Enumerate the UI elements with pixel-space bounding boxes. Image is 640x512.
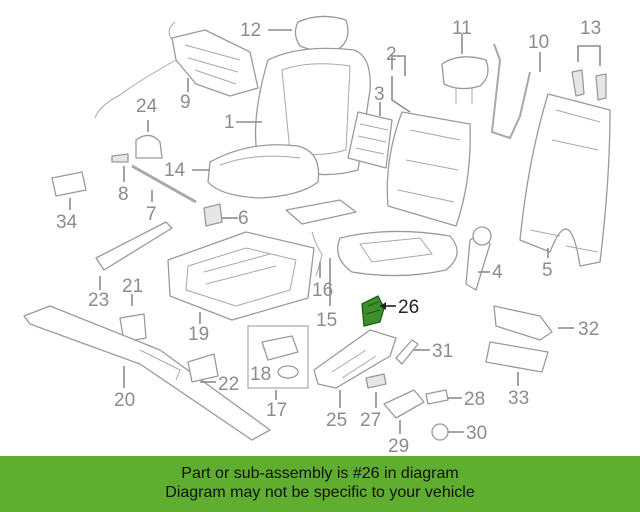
part-10-rod[interactable] [490, 43, 541, 140]
label-16: 16 [312, 280, 333, 301]
label-4: 4 [492, 262, 503, 283]
part-16-wire[interactable] [311, 231, 323, 278]
label-21: 21 [122, 276, 143, 297]
label-5: 5 [542, 260, 553, 281]
label-23: 23 [88, 290, 109, 311]
part-heater-pad[interactable] [285, 199, 357, 225]
label-19: 19 [188, 324, 209, 345]
label-33: 33 [508, 388, 529, 409]
label-25: 25 [326, 410, 347, 431]
part-12-headrest[interactable] [268, 15, 349, 52]
label-8: 8 [118, 184, 129, 205]
label-9: 9 [180, 92, 191, 113]
part-27-clip[interactable] [365, 373, 387, 408]
label-2: 2 [386, 44, 397, 65]
part-13-guides[interactable] [571, 45, 607, 101]
label-6: 6 [238, 208, 249, 229]
part-14-cushion[interactable] [192, 144, 320, 199]
part-34-switch[interactable] [51, 171, 87, 210]
label-34: 34 [56, 212, 78, 233]
label-29: 29 [388, 436, 409, 456]
info-banner: Part or sub-assembly is #26 in diagram D… [0, 456, 640, 512]
label-20: 20 [114, 390, 135, 411]
part-2-seatback-cover[interactable] [386, 55, 471, 227]
label-27: 27 [360, 410, 381, 431]
banner-line-2: Diagram may not be specific to your vehi… [165, 484, 475, 501]
part-22-latch[interactable] [187, 353, 219, 383]
label-14: 14 [164, 160, 186, 181]
part-24-bracket[interactable] [135, 120, 163, 159]
part-4-link[interactable] [465, 226, 492, 291]
label-1: 1 [224, 112, 235, 133]
label-18: 18 [250, 364, 271, 385]
part-26-highlight[interactable] [361, 295, 396, 327]
part-20-floor-track[interactable] [23, 305, 271, 441]
part-19-base-frame[interactable] [167, 231, 315, 324]
label-31: 31 [432, 341, 453, 362]
part-7-bar[interactable] [131, 164, 197, 204]
part-26-shape [361, 295, 385, 327]
part-17-kit[interactable] [247, 325, 309, 400]
part-21-block[interactable] [119, 294, 147, 343]
part-3-pad[interactable] [347, 102, 393, 169]
label-24: 24 [136, 96, 158, 117]
label-3: 3 [374, 84, 385, 105]
part-23-rail[interactable] [95, 221, 173, 290]
label-28: 28 [464, 389, 485, 410]
part-11-headrest[interactable] [441, 34, 489, 104]
part-31-lever[interactable] [395, 339, 430, 365]
part-30-knob[interactable] [431, 423, 464, 441]
part-9-wiring-harness[interactable] [94, 21, 259, 119]
label-11: 11 [452, 18, 472, 39]
banner-line-1: Part or sub-assembly is #26 in diagram [181, 465, 459, 482]
part-33-module[interactable] [485, 341, 549, 386]
part-6-motor[interactable] [203, 203, 238, 227]
part-15-cushion-pad[interactable] [329, 230, 458, 306]
label-32: 32 [578, 319, 599, 340]
label-30: 30 [466, 423, 487, 444]
label-12: 12 [240, 20, 261, 41]
label-7: 7 [146, 204, 157, 225]
part-29-switch-panel[interactable] [383, 389, 425, 434]
part-5-seat-frame[interactable] [519, 93, 611, 267]
label-17: 17 [266, 400, 287, 421]
label-13: 13 [580, 18, 601, 39]
label-15: 15 [316, 310, 337, 331]
label-26: 26 [398, 297, 419, 318]
part-8-bolt[interactable] [111, 153, 129, 182]
label-10: 10 [528, 32, 549, 53]
part-25-side-shield[interactable] [313, 329, 397, 408]
part-32-motor[interactable] [493, 305, 574, 341]
parts-diagram: 12 9 1 14 3 2 11 10 13 5 24 8 7 34 6 16 … [23, 15, 611, 456]
label-22: 22 [218, 374, 239, 395]
part-28-knob[interactable] [425, 389, 462, 405]
